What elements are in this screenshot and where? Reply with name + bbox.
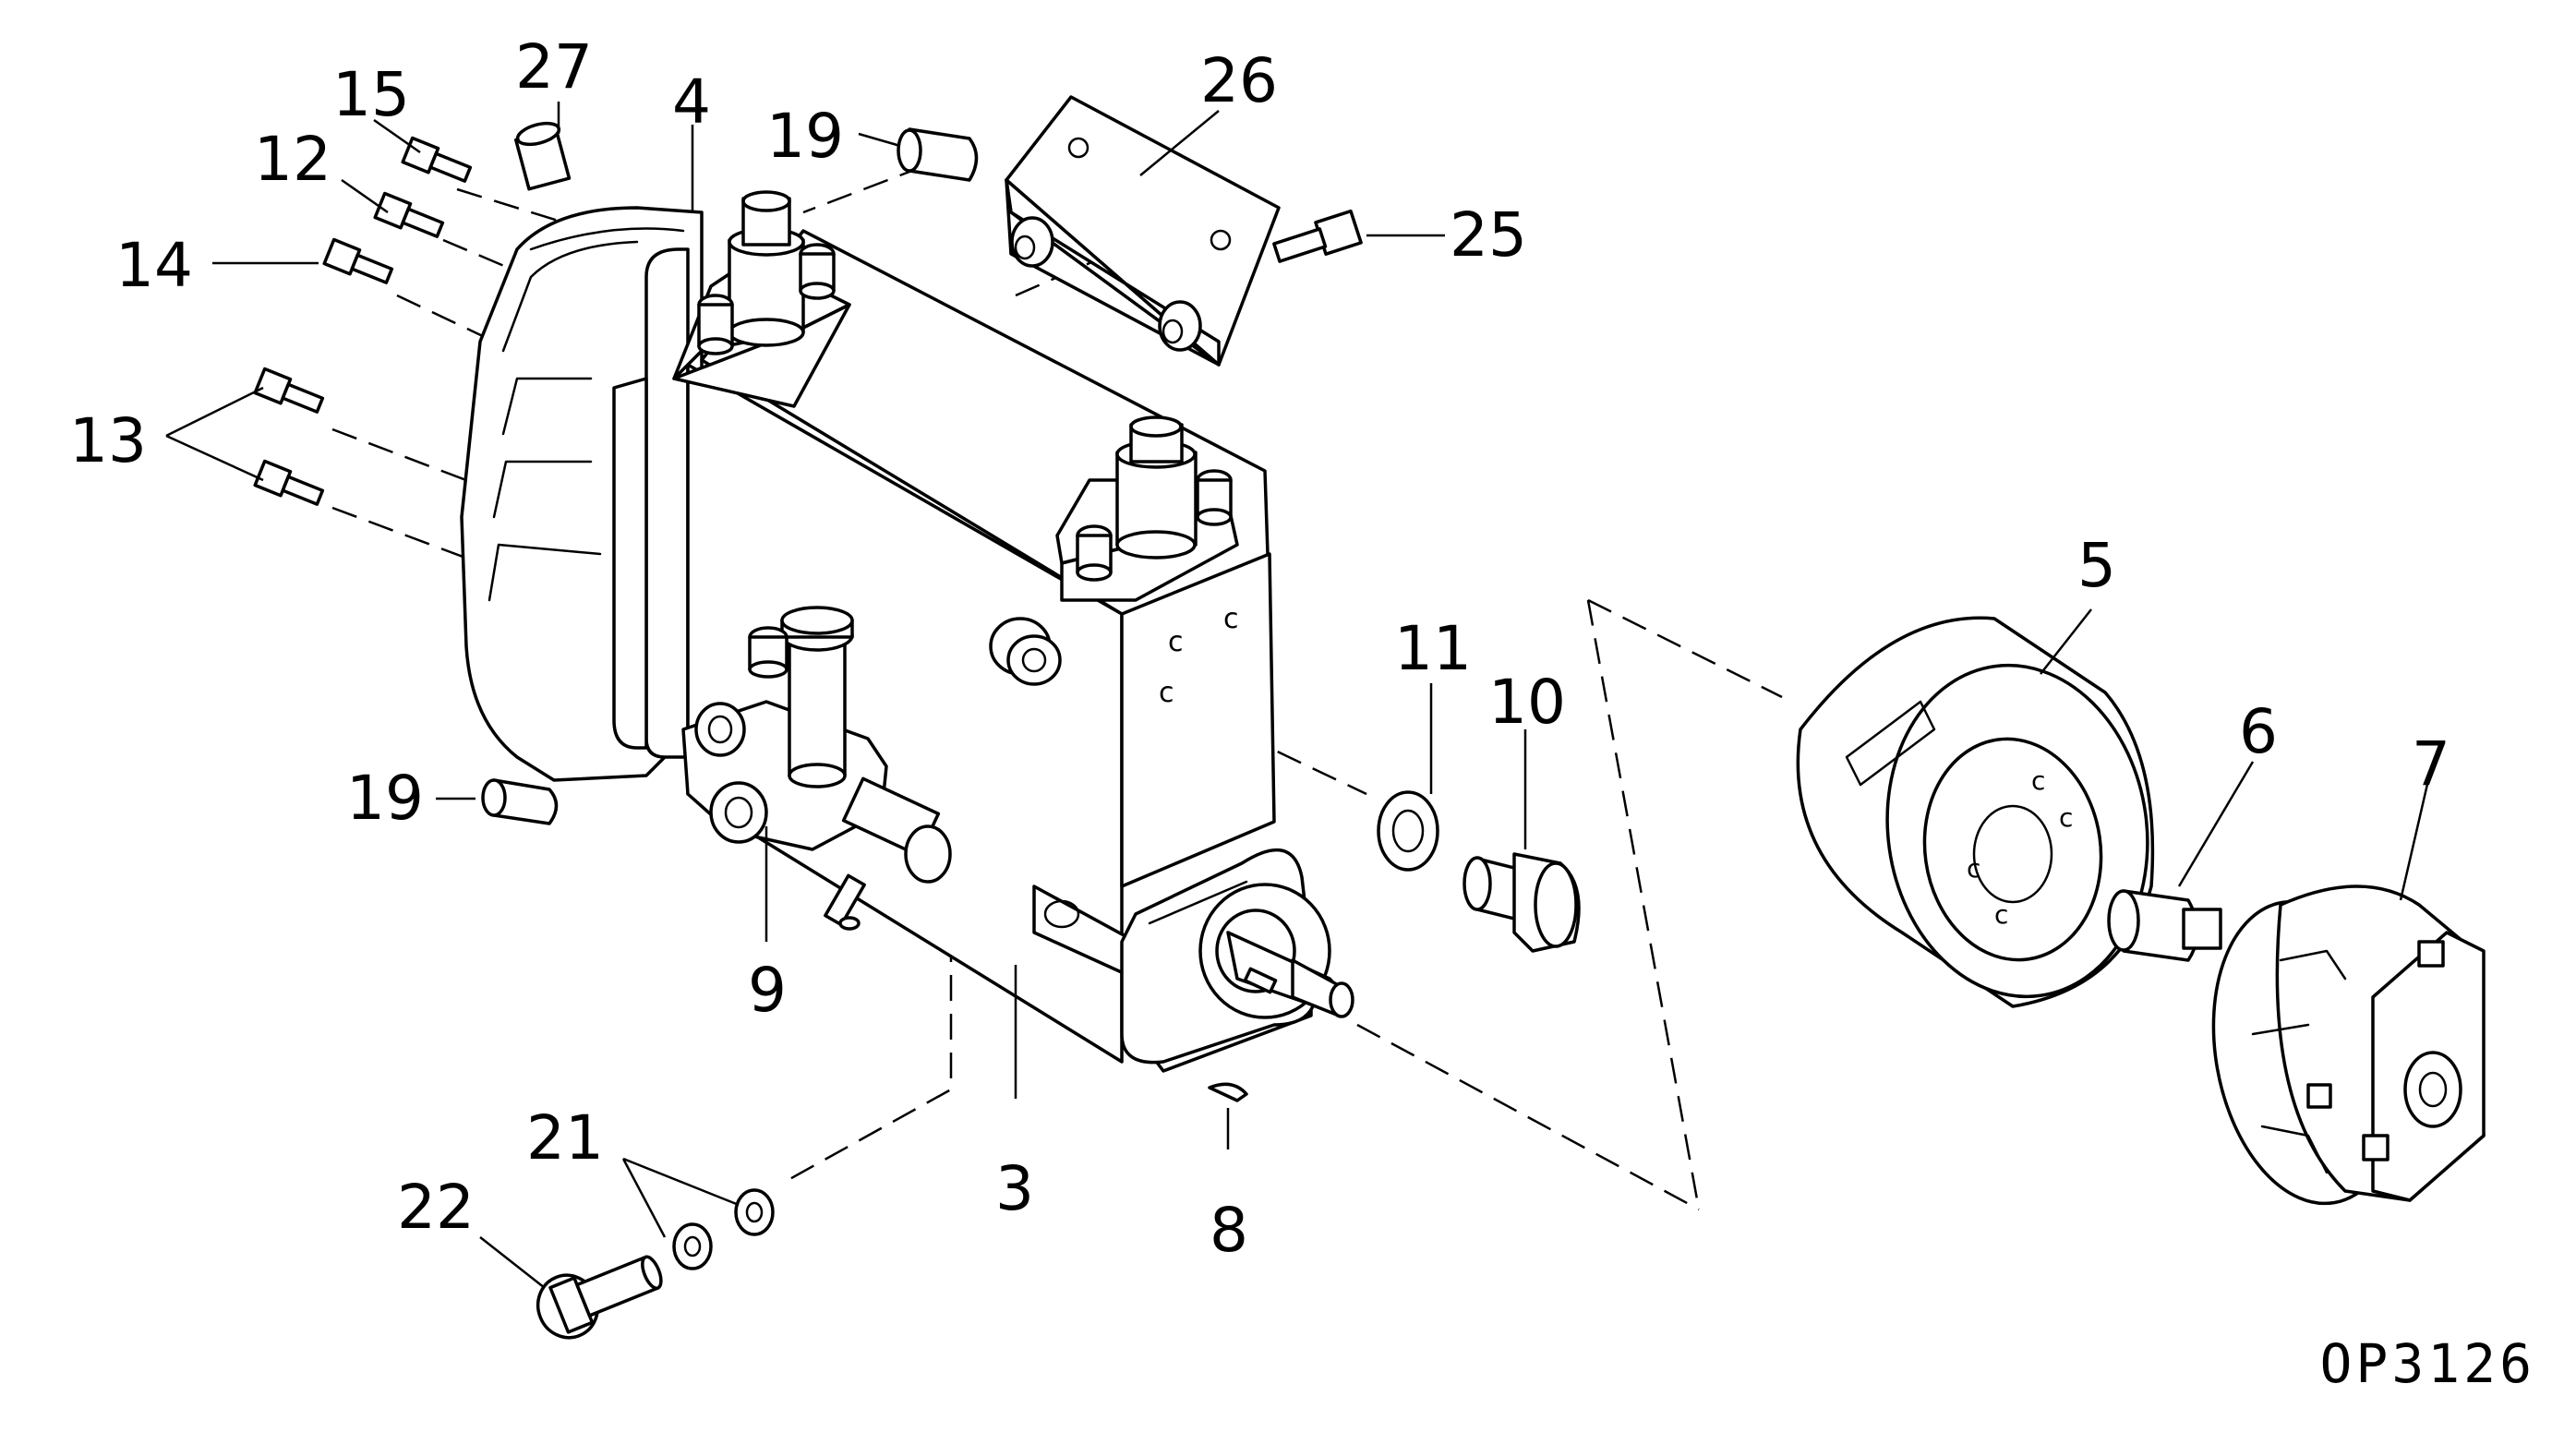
key-8 [1208, 1082, 1248, 1102]
callout-5: 5 [2077, 530, 2116, 601]
callout-22: 22 [397, 1172, 475, 1243]
callout-13: 13 [69, 405, 147, 476]
callout-4: 4 [672, 66, 711, 138]
delivery-valve-holders-4 [672, 190, 1239, 602]
washer-11-plug-10 [1377, 790, 1581, 953]
svg-text:c: c [2031, 765, 2045, 796]
callout-21: 21 [526, 1102, 604, 1173]
callout-10: 10 [1488, 667, 1566, 738]
callout-3: 3 [995, 1153, 1034, 1224]
figure-code: OP3126 [2319, 1332, 2535, 1395]
svg-text:c: c [1967, 853, 1980, 884]
callout-12: 12 [254, 124, 331, 195]
leader-lines [165, 102, 2430, 1289]
svg-text:c: c [1223, 603, 1239, 635]
washers-21 [672, 1188, 775, 1270]
callout-19-top: 19 [766, 101, 844, 172]
svg-text:c: c [1994, 899, 2008, 930]
callout-19-left: 19 [346, 763, 424, 834]
callout-26: 26 [1200, 45, 1278, 116]
svg-text:c: c [1168, 626, 1184, 658]
svg-text:c: c [2059, 802, 2073, 833]
bolts-group [253, 136, 473, 506]
bolt-25 [1272, 209, 1363, 263]
callout-25: 25 [1450, 199, 1527, 271]
callout-14: 14 [115, 230, 193, 301]
callout-15: 15 [332, 59, 410, 130]
spacer-6 [2107, 889, 2222, 962]
injection-pump-body-3: c c c [460, 206, 1354, 1073]
callout-6: 6 [2239, 696, 2278, 767]
callout-27: 27 [515, 31, 593, 102]
plugs-group [481, 121, 979, 825]
callout-9: 9 [748, 955, 787, 1026]
svg-text:c: c [1159, 677, 1174, 709]
callout-8: 8 [1210, 1195, 1248, 1266]
callout-7: 7 [2412, 728, 2450, 800]
bracket-26 [1005, 95, 1281, 367]
callout-11: 11 [1394, 613, 1472, 684]
timer-coupling-7 [2211, 884, 2486, 1206]
feed-pump-9 [681, 606, 952, 931]
bolt-22 [536, 1255, 663, 1340]
coupling-5: c c c c [1796, 616, 2155, 1008]
